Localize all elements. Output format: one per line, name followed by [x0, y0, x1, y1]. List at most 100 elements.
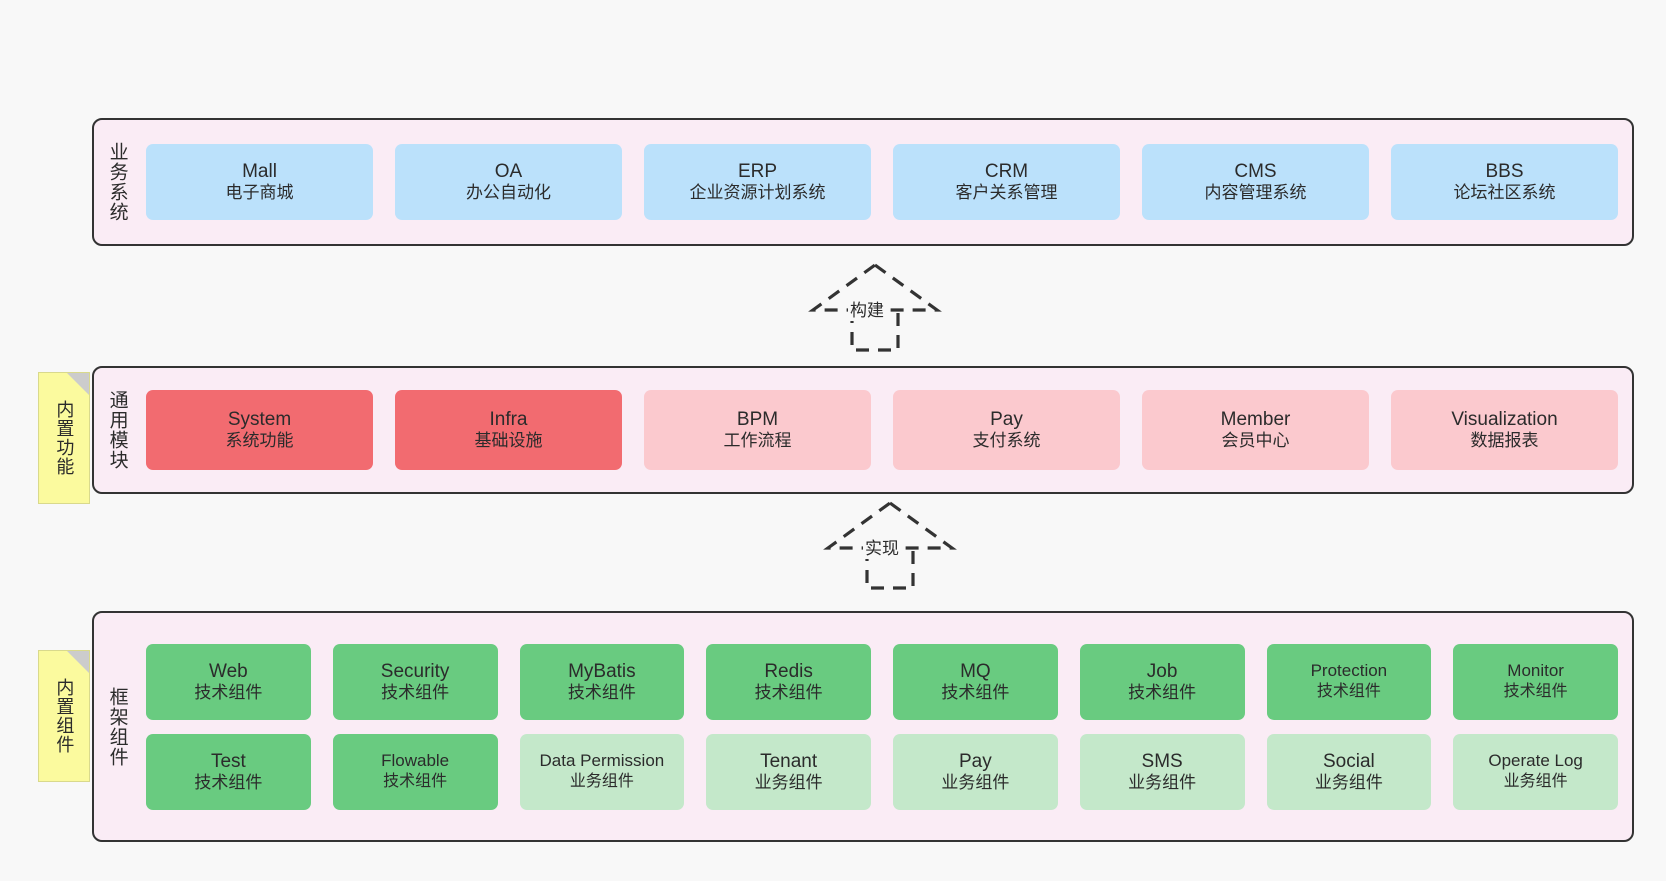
card-oa[interactable]: OA 办公自动化 — [395, 144, 622, 220]
card-mybatis[interactable]: MyBatis 技术组件 — [519, 643, 685, 720]
layer-title-modules: 通用模块 — [106, 390, 128, 470]
card-title: BPM — [736, 409, 779, 431]
card-test[interactable]: Test 技术组件 — [146, 733, 311, 810]
note-builtin-function: 内置功能 — [38, 372, 90, 504]
card-title: Monitor — [1507, 661, 1564, 681]
card-subtitle: 业务组件 — [1503, 773, 1568, 791]
layer-body-modules: System 系统功能 Infra 基础设施 BPM 工作流程 Pay 支付系统… — [140, 368, 1632, 492]
card-title: Protection — [1310, 661, 1388, 681]
card-pay-module[interactable]: Pay 支付系统 — [893, 390, 1120, 470]
card-redis[interactable]: Redis 技术组件 — [706, 643, 871, 720]
card-title: Test — [210, 750, 246, 772]
layer-modules-row-1: System 系统功能 Infra 基础设施 BPM 工作流程 Pay 支付系统… — [146, 390, 1618, 470]
card-bbs[interactable]: BBS 论坛社区系统 — [1391, 144, 1618, 220]
connector-build: 构建 — [800, 262, 950, 354]
layer-body-business: Mall 电子商城 OA 办公自动化 ERP 企业资源计划系统 CRM 客户关系… — [140, 120, 1632, 244]
card-title: OA — [494, 161, 523, 183]
note-fold-icon — [67, 373, 89, 395]
card-system[interactable]: System 系统功能 — [146, 390, 373, 470]
card-crm[interactable]: CRM 客户关系管理 — [893, 144, 1120, 220]
card-subtitle: 办公自动化 — [466, 183, 551, 203]
card-title: Security — [380, 660, 450, 682]
card-subtitle: 论坛社区系统 — [1453, 183, 1556, 203]
card-job[interactable]: Job 技术组件 — [1079, 643, 1245, 720]
card-title: Operate Log — [1488, 751, 1583, 771]
card-subtitle: 业务组件 — [941, 772, 1010, 792]
card-title: Redis — [764, 660, 813, 682]
note-fold-icon — [67, 651, 89, 673]
card-title: Social — [1323, 750, 1375, 772]
connector-implement-label: 实现 — [863, 534, 901, 559]
card-infra[interactable]: Infra 基础设施 — [395, 390, 622, 470]
card-subtitle: 工作流程 — [723, 431, 792, 451]
note-builtin-function-label: 内置功能 — [54, 400, 75, 476]
card-subtitle: 会员中心 — [1221, 431, 1290, 451]
card-security[interactable]: Security 技术组件 — [332, 643, 498, 720]
card-mq[interactable]: MQ 技术组件 — [893, 643, 1058, 720]
card-title: SMS — [1141, 750, 1183, 772]
card-subtitle: 技术组件 — [1503, 683, 1568, 701]
card-title: Visualization — [1451, 409, 1558, 431]
card-title: System — [227, 409, 292, 431]
card-title: CRM — [984, 161, 1029, 183]
card-subtitle: 技术组件 — [941, 682, 1010, 702]
card-title: CMS — [1234, 161, 1277, 183]
card-title: Member — [1220, 409, 1291, 431]
connector-build-label: 构建 — [848, 296, 886, 321]
card-data-permission[interactable]: Data Permission 业务组件 — [519, 733, 685, 810]
card-subtitle: 技术组件 — [194, 682, 263, 702]
connector-implement: 实现 — [815, 500, 965, 592]
card-title: MyBatis — [568, 660, 636, 682]
card-web[interactable]: Web 技术组件 — [146, 643, 311, 720]
card-title: Job — [1146, 660, 1178, 682]
card-erp[interactable]: ERP 企业资源计划系统 — [644, 144, 871, 220]
card-title: Pay — [990, 409, 1023, 431]
card-subtitle: 内容管理系统 — [1204, 183, 1307, 203]
card-protection[interactable]: Protection 技术组件 — [1266, 643, 1432, 720]
card-subtitle: 数据报表 — [1470, 431, 1539, 451]
card-monitor[interactable]: Monitor 技术组件 — [1453, 643, 1618, 720]
card-pay-component[interactable]: Pay 业务组件 — [893, 733, 1058, 810]
layer-title-business: 业务系统 — [106, 142, 128, 222]
card-mall[interactable]: Mall 电子商城 — [146, 144, 373, 220]
card-sms[interactable]: SMS 业务组件 — [1079, 733, 1245, 810]
card-subtitle: 业务组件 — [1314, 772, 1383, 792]
card-visualization[interactable]: Visualization 数据报表 — [1391, 390, 1618, 470]
card-subtitle: 技术组件 — [194, 772, 263, 792]
card-tenant[interactable]: Tenant 业务组件 — [706, 733, 871, 810]
card-title: Mall — [242, 161, 277, 183]
card-subtitle: 技术组件 — [754, 682, 823, 702]
note-builtin-component: 内置组件 — [38, 650, 90, 782]
card-subtitle: 客户关系管理 — [955, 183, 1058, 203]
card-title: Tenant — [760, 750, 818, 772]
card-flowable[interactable]: Flowable 技术组件 — [332, 733, 498, 810]
card-subtitle: 支付系统 — [972, 431, 1041, 451]
card-subtitle: 业务组件 — [1128, 772, 1197, 792]
card-title: BBS — [1485, 161, 1524, 183]
layer-business-system: 业务系统 Mall 电子商城 OA 办公自动化 ERP 企业资源计划系统 CRM… — [92, 118, 1634, 246]
card-title: MQ — [960, 660, 991, 682]
layer-title-framework: 框架组件 — [106, 686, 128, 767]
card-cms[interactable]: CMS 内容管理系统 — [1142, 144, 1369, 220]
card-social[interactable]: Social 业务组件 — [1266, 733, 1432, 810]
card-member[interactable]: Member 会员中心 — [1142, 390, 1369, 470]
card-subtitle: 技术组件 — [1316, 683, 1381, 701]
card-operate-log[interactable]: Operate Log 业务组件 — [1453, 733, 1618, 810]
card-title: Pay — [959, 750, 992, 772]
layer-framework-row-2: Test 技术组件 Flowable 技术组件 Data Permission … — [146, 733, 1618, 810]
card-bpm[interactable]: BPM 工作流程 — [644, 390, 871, 470]
note-builtin-component-label: 内置组件 — [54, 678, 75, 754]
card-title: Infra — [489, 409, 528, 431]
layer-body-framework: Web 技术组件 Security 技术组件 MyBatis 技术组件 Redi… — [140, 613, 1632, 840]
card-subtitle: 技术组件 — [383, 773, 448, 791]
layer-framework-component: 框架组件 Web 技术组件 Security 技术组件 MyBatis 技术组件… — [92, 611, 1634, 842]
card-title: Data Permission — [539, 751, 665, 771]
card-subtitle: 技术组件 — [381, 682, 450, 702]
card-title: Web — [209, 660, 248, 682]
card-subtitle: 电子商城 — [225, 183, 294, 203]
card-title: ERP — [737, 161, 778, 183]
card-subtitle: 技术组件 — [567, 682, 636, 702]
layer-business-row-1: Mall 电子商城 OA 办公自动化 ERP 企业资源计划系统 CRM 客户关系… — [146, 144, 1618, 220]
card-title: Flowable — [381, 751, 450, 771]
